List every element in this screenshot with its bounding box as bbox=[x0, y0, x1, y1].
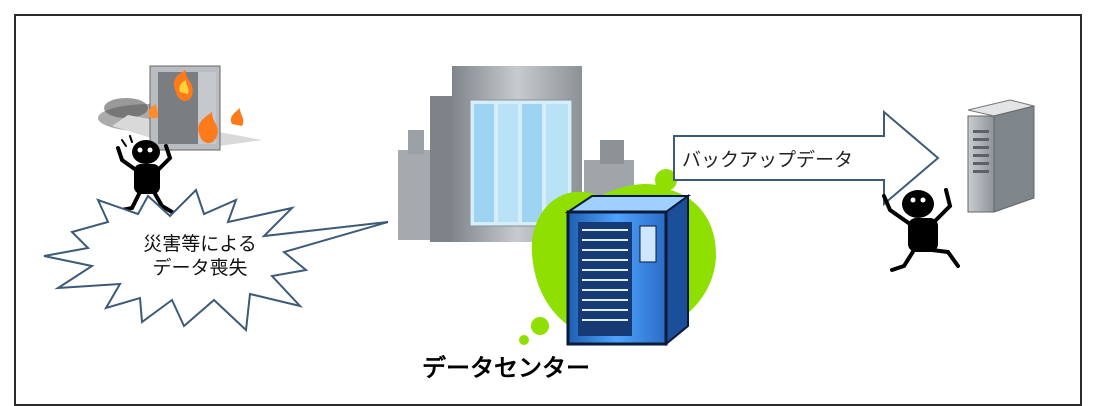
backup-arrow: バックアップデータ bbox=[673, 109, 940, 207]
backup-label: バックアップデータ bbox=[682, 149, 853, 171]
datacenter-label: データセンター bbox=[422, 354, 590, 382]
disaster-label-line2: データ喪失 bbox=[152, 257, 247, 279]
explosion-burst: 災害等による データ喪失 bbox=[43, 188, 389, 333]
cheering-person-icon bbox=[882, 188, 960, 272]
burning-server-icon bbox=[98, 65, 262, 151]
backup-server-icon bbox=[967, 99, 1035, 213]
server-rack-icon bbox=[564, 194, 692, 347]
disaster-label-line1: 災害等による bbox=[143, 233, 256, 255]
